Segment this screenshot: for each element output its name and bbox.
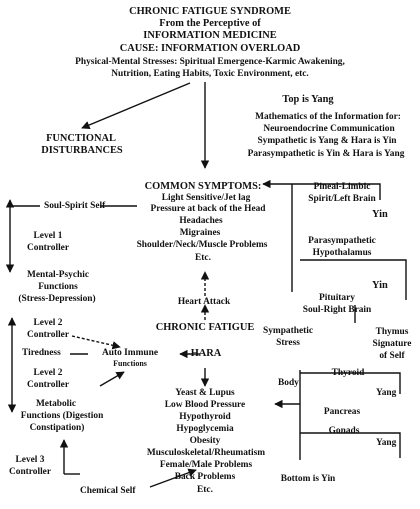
top-is-yang: Top is Yang: [282, 94, 334, 105]
mental-psychic-title: Mental-Psychic: [27, 270, 89, 280]
parasympathetic: Parasympathetic: [308, 236, 376, 246]
functional-title: FUNCTIONAL: [46, 133, 116, 144]
level2-bottom-label: Level 2: [33, 368, 63, 378]
metabolic-constipation: Constipation): [29, 423, 85, 433]
level2-bottom-controller: Controller: [26, 380, 70, 390]
hypothalamus: Hypothalamus: [312, 248, 372, 258]
thymus: Thymus: [375, 327, 409, 337]
yin-label-1: Yin: [372, 209, 388, 220]
sympathetic-label: Sympathetic: [263, 326, 313, 336]
functional-disturbances: DISTURBANCES: [41, 145, 123, 156]
stress-label: Stress: [276, 338, 300, 348]
bottom-symptom-yeast: Yeast & Lupus: [175, 388, 235, 398]
thyroid: Thyroid: [331, 368, 365, 378]
bottom-symptom-low-bp: Low Blood Pressure: [164, 400, 246, 410]
symptom-migraines: Migraines: [179, 228, 221, 238]
yin-label-2: Yin: [372, 280, 388, 291]
thymus-signature: Signature: [372, 339, 412, 349]
math-line-2: Neuroendocrine Communication: [263, 124, 395, 134]
header-nutrition: Nutrition, Eating Habits, Toxic Environm…: [111, 69, 309, 79]
bottom-symptom-hypothyroid: Hypothyroid: [179, 412, 231, 422]
yang-label-1: Yang: [376, 388, 397, 398]
bracket-pancreas: [300, 432, 401, 458]
header-information-medicine: INFORMATION MEDICINE: [143, 30, 277, 41]
symptom-headaches: Headaches: [179, 216, 223, 226]
bottom-symptom-back: Back Problems: [174, 472, 236, 482]
spirit-left-brain: Spirit/Left Brain: [308, 194, 376, 204]
metabolic-title: Metabolic: [35, 399, 77, 409]
auto-immune-functions: Functions: [113, 359, 147, 368]
symptom-pressure: Pressure at back of the Head: [150, 204, 266, 214]
bottom-symptom-hypoglycemia: Hypoglycemia: [176, 424, 234, 434]
symptom-light-sensitive: Light Sensitive/Jet lag: [161, 193, 251, 203]
common-symptoms-title: COMMON SYMPTOMS:: [144, 181, 262, 192]
chemical-self: Chemical Self: [80, 486, 136, 496]
heart-attack: Heart Attack: [177, 297, 231, 307]
pancreas: Pancreas: [323, 407, 361, 417]
header-title: CHRONIC FATIGUE SYNDROME: [129, 6, 291, 17]
bottom-symptom-etc: Etc.: [197, 485, 213, 495]
level1-controller: Controller: [26, 243, 70, 253]
arrow-level2-top: [71, 335, 121, 350]
math-line-4: Parasympathetic is Yin & Hara is Yang: [247, 149, 405, 159]
math-line-3: Sympathetic is Yang & Hara is Yin: [257, 136, 397, 146]
soul-spirit-self: Soul-Spirit Self: [44, 201, 106, 211]
bottom-symptom-musculoskeletal: Musculoskeletal/Rheumatism: [146, 448, 266, 458]
symptom-shoulder-neck: Shoulder/Neck/Muscle Problems: [136, 240, 268, 250]
thymus-of-self: of Self: [379, 351, 405, 361]
yang-label-2: Yang: [376, 438, 397, 448]
level3-controller: Controller: [8, 467, 52, 477]
auto-immune-title: Auto Immune: [102, 348, 158, 358]
level1-label: Level 1: [33, 231, 63, 241]
level2-top-controller: Controller: [26, 330, 70, 340]
header-cause: CAUSE: INFORMATION OVERLOAD: [119, 43, 301, 54]
bottom-symptom-female-male: Female/Male Problems: [159, 460, 253, 470]
hara: HARA: [190, 348, 222, 359]
metabolic-functions: Functions (Digestion: [20, 411, 104, 421]
bracket-thyroid: [300, 372, 401, 394]
body-label: Body: [278, 378, 299, 388]
bracket-pineal: [290, 183, 381, 200]
arrow-level2-bottom: [99, 371, 125, 387]
arrow-to-functional: [81, 82, 191, 129]
mental-psychic-functions: Functions: [38, 282, 78, 292]
math-line-1: Mathematics of the Information for:: [255, 112, 401, 122]
level3-label: Level 3: [15, 455, 45, 465]
mental-psychic-stress: (Stress-Depression): [18, 294, 96, 304]
bottom-is-yin: Bottom is Yin: [280, 474, 336, 484]
symptom-etc: Etc.: [195, 253, 211, 263]
pituitary: Pituitary: [319, 293, 355, 303]
gonads: Gonads: [328, 426, 360, 436]
header-stresses: Physical-Mental Stresses: Spiritual Emer…: [75, 57, 345, 67]
pineal-limbic: Pineal-Limbic: [313, 182, 371, 192]
bracket-right-main: [300, 259, 407, 300]
header-subtitle: From the Perceptive of: [159, 18, 261, 29]
arrow-chemical-self: [149, 468, 197, 488]
bottom-symptom-obesity: Obesity: [189, 436, 221, 446]
soul-right-brain: Soul-Right Brain: [302, 305, 372, 315]
tiredness: Tiredness: [22, 348, 61, 358]
level2-top-label: Level 2: [33, 318, 63, 328]
chronic-fatigue: CHRONIC FATIGUE: [155, 322, 255, 333]
